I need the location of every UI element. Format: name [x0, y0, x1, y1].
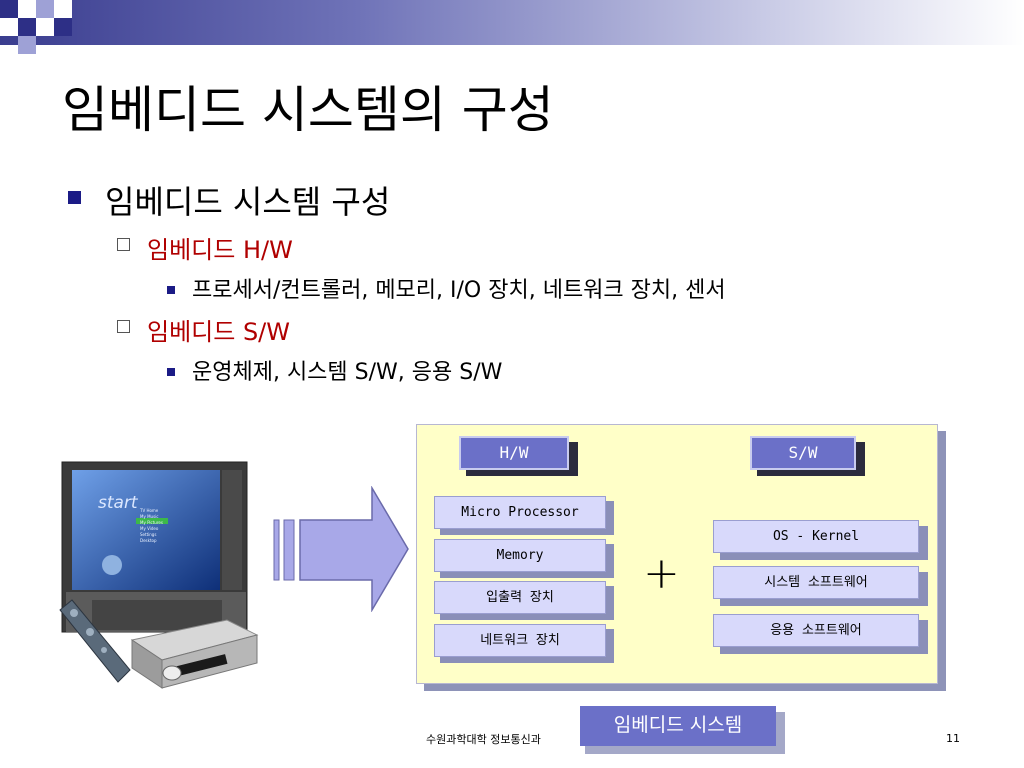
- embedded-devices-photo: start TV Home My Music My Pictures My Vi…: [52, 460, 262, 690]
- decor-square: [36, 0, 54, 18]
- hw-item-network-device: 네트워크 장치: [434, 624, 606, 657]
- bullet-small-square-icon: [167, 286, 175, 294]
- sw-item-os-kernel: OS - Kernel: [713, 520, 919, 553]
- screen-menu-item: TV Home: [140, 508, 159, 513]
- bullet-small-square-icon: [167, 368, 175, 376]
- sw-item-application-software: 응용 소프트웨어: [713, 614, 919, 647]
- screen-menu-item: Settings: [140, 532, 157, 537]
- hw-item-io-device: 입출력 장치: [434, 581, 606, 614]
- bullet-square-icon: [68, 191, 81, 204]
- sw-header: S/W: [750, 436, 856, 470]
- hw-item-micro-processor: Micro Processor: [434, 496, 606, 529]
- slide-title: 임베디드 시스템의 구성: [62, 81, 554, 139]
- sw-item-system-software: 시스템 소프트웨어: [713, 566, 919, 599]
- hw-item-memory: Memory: [434, 539, 606, 572]
- footer-text: 수원과학대학 정보통신과: [426, 733, 541, 746]
- screen-menu-item: My Pictures: [140, 520, 163, 525]
- screen-menu-item: My Music: [140, 514, 159, 519]
- bullet-hollow-square-icon: [117, 238, 130, 251]
- decor-square: [18, 36, 36, 54]
- page-number: 11: [946, 732, 960, 745]
- screen-start-text: start: [98, 493, 138, 513]
- title-bar-decoration: [0, 0, 1024, 45]
- bullet-sw-detail: 운영체제, 시스템 S/W, 응용 S/W: [192, 360, 503, 385]
- right-arrow-icon: [272, 485, 412, 613]
- hw-header: H/W: [459, 436, 569, 470]
- decor-square: [18, 18, 36, 36]
- bullet-sw-heading: 임베디드 S/W: [147, 318, 290, 346]
- diagram-caption: 임베디드 시스템: [580, 706, 776, 746]
- screen-menu-item: Desktop: [140, 538, 157, 543]
- decor-square: [0, 18, 18, 36]
- decor-square: [36, 18, 54, 36]
- decor-square: [54, 18, 72, 36]
- bullet-level1: 임베디드 시스템 구성: [105, 183, 391, 221]
- bullet-hw-heading: 임베디드 H/W: [147, 236, 293, 264]
- bullet-hollow-square-icon: [117, 320, 130, 333]
- decor-square: [54, 0, 72, 18]
- screen-menu: TV Home My Music My Pictures My Video Se…: [140, 508, 163, 544]
- screen-menu-item: My Video: [140, 526, 159, 531]
- decor-square: [0, 0, 18, 18]
- bullet-hw-detail: 프로세서/컨트롤러, 메모리, I/O 장치, 네트워크 장치, 센서: [192, 278, 726, 303]
- plus-sign: +: [643, 548, 680, 599]
- decor-square: [18, 0, 36, 18]
